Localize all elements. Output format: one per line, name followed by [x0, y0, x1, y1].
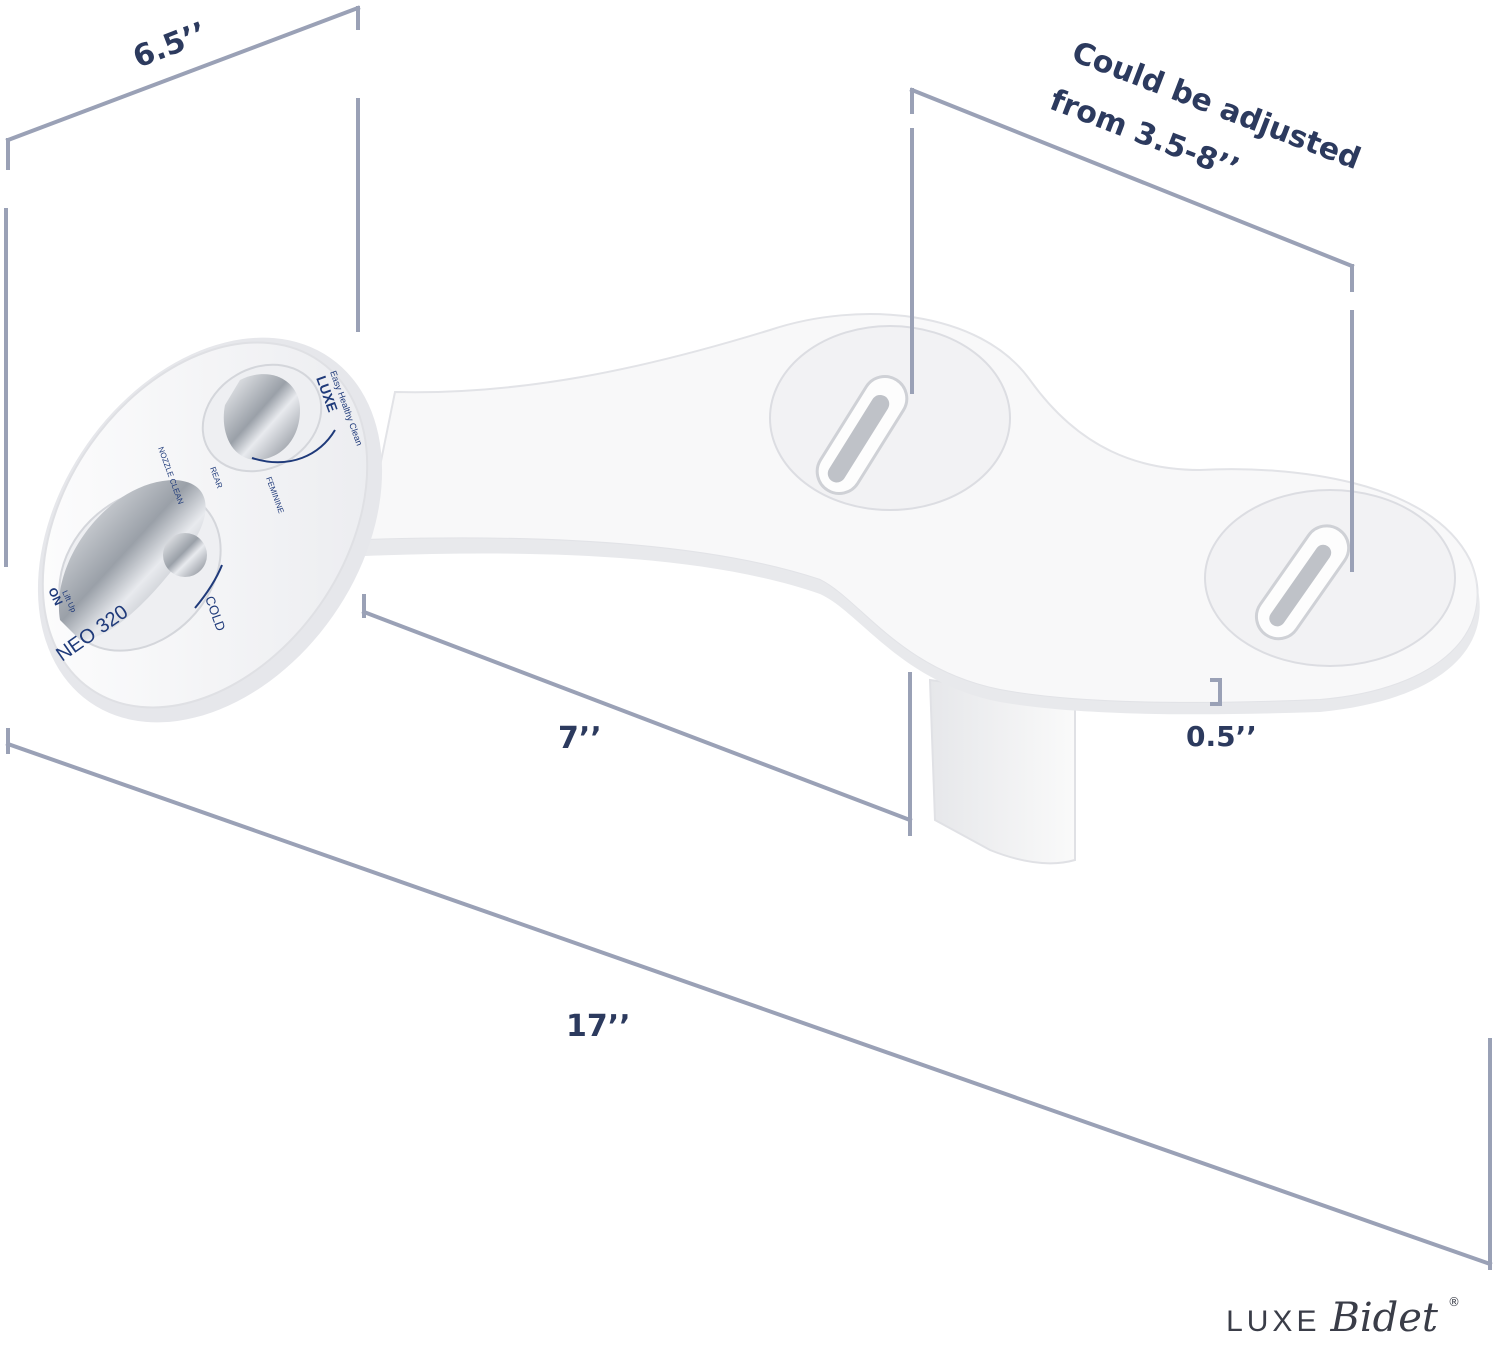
cold-arrow-icon	[194, 564, 223, 609]
rotation-arrow-icon	[251, 429, 336, 464]
brand-logo-script: Bidet	[1330, 1295, 1438, 1341]
brand-logo: LUXE Bidet ®	[1226, 1295, 1460, 1341]
on-label: ON	[45, 585, 65, 607]
mount-disc-left	[769, 325, 1011, 511]
brand-logo-word: LUXE	[1226, 1305, 1321, 1338]
temperature-knob[interactable]	[183, 344, 340, 493]
bidet-attachment: NEO 320 LUXE Easy Healthy Clean COLD ON …	[27, 313, 1480, 865]
registered-mark: ®	[1448, 1295, 1460, 1309]
pressure-lever[interactable]	[27, 457, 253, 683]
bidet-stem	[928, 678, 1076, 865]
arm-length-label: 7’’	[558, 721, 602, 756]
total-length-label: 17’’	[566, 1009, 631, 1044]
dimension-thickness: 0.5’’	[1186, 678, 1257, 753]
mount-disc-right	[1204, 489, 1456, 667]
plate-edge	[365, 538, 1480, 715]
dimension-total-length: 17’’	[5, 728, 1493, 1270]
dimension-arm-length: 7’’	[361, 594, 913, 836]
control-panel: NEO 320 LUXE Easy Healthy Clean COLD ON …	[27, 337, 383, 723]
thickness-label: 0.5’’	[1186, 720, 1257, 753]
